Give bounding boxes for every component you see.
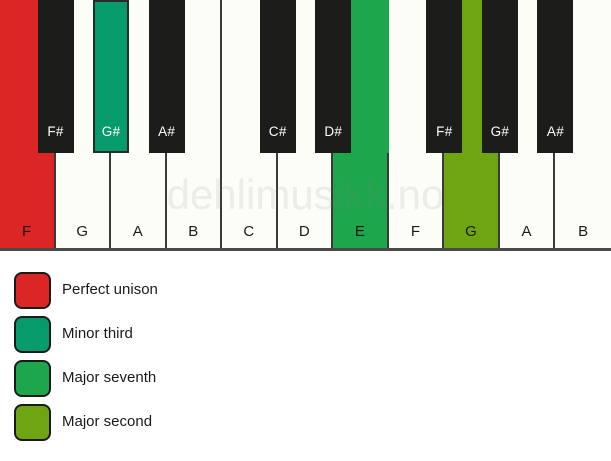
black-key-label: F# <box>436 124 453 139</box>
legend-color-swatch <box>14 316 51 353</box>
black-key-label: G# <box>490 124 510 139</box>
white-key-label: G <box>465 223 478 240</box>
black-key-gsharp-6[interactable]: G# <box>481 0 518 153</box>
black-key-gsharp-1[interactable]: G# <box>93 0 130 153</box>
black-key-asharp-7[interactable]: A# <box>537 0 574 153</box>
legend-item-label: Major second <box>62 413 153 430</box>
legend-item-label: Major seventh <box>62 369 157 386</box>
black-key-fsharp-5[interactable]: F# <box>426 0 463 153</box>
white-key-label: F <box>410 223 421 240</box>
legend-color-swatch <box>14 272 51 309</box>
black-key-csharp-3[interactable]: C# <box>259 0 296 153</box>
white-key-label: E <box>354 223 366 240</box>
white-key-label: C <box>243 223 255 240</box>
highlight-stem-e <box>351 0 389 153</box>
white-key-label: A <box>132 223 143 240</box>
white-key-label: A <box>521 223 532 240</box>
black-key-label: G# <box>101 124 121 139</box>
legend-color-swatch <box>14 360 51 397</box>
black-key-label: F# <box>47 124 64 139</box>
legend-item-label: Perfect unison <box>62 281 158 298</box>
white-key-label: G <box>76 223 89 240</box>
white-key-label: F <box>22 223 32 240</box>
black-key-fsharp-0[interactable]: F# <box>37 0 74 153</box>
legend-color-swatch <box>14 404 51 441</box>
black-key-label: D# <box>324 124 343 139</box>
black-key-label: A# <box>158 124 176 139</box>
white-key-label: B <box>578 223 589 240</box>
highlight-stem-g <box>462 0 482 153</box>
white-key-label: D <box>298 223 311 240</box>
legend-item-label: Minor third <box>62 325 133 342</box>
black-key-label: C# <box>268 124 287 139</box>
black-key-dsharp-4[interactable]: D# <box>315 0 352 153</box>
highlight-stem-f <box>0 0 38 153</box>
black-key-label: A# <box>546 124 565 139</box>
black-key-asharp-2[interactable]: A# <box>148 0 185 153</box>
white-key-label: B <box>188 223 199 240</box>
